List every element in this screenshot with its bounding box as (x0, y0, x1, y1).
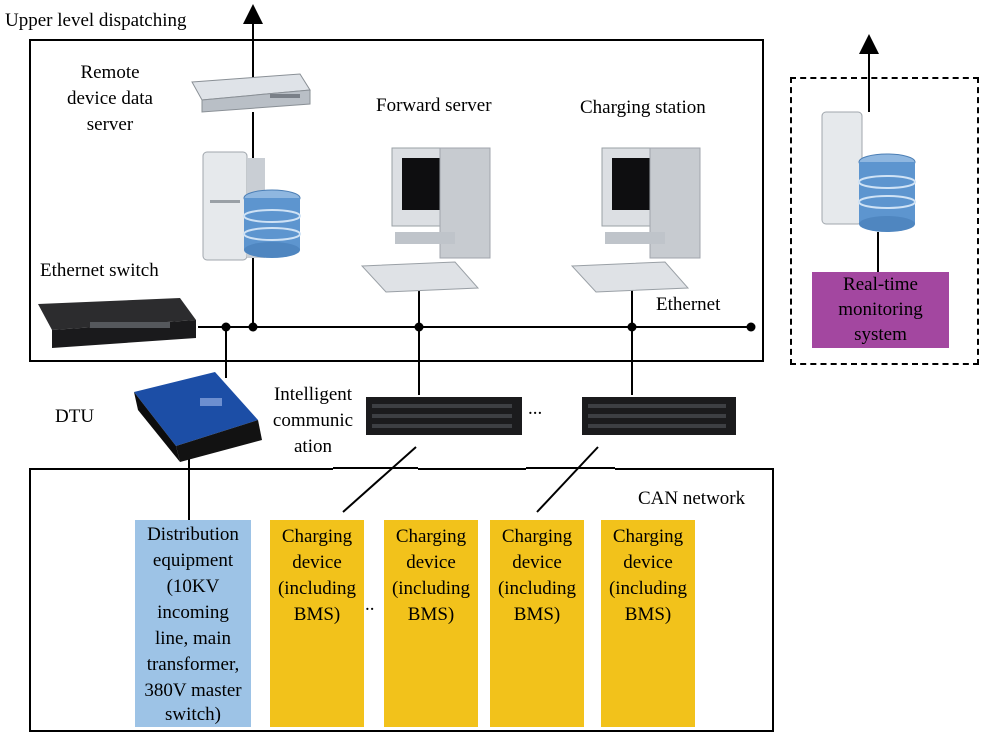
bus-node-end (746, 322, 756, 332)
ethernet-switch-icon (38, 298, 196, 348)
gateway-ellipsis: ... (528, 398, 543, 419)
device-ellipsis: .. (365, 594, 375, 615)
charging-device-1-line-3: (including (277, 578, 357, 599)
remote-server-label-3: server (86, 114, 134, 135)
distribution-line-1: Distribution (147, 524, 239, 545)
charging-device-4-line-3: (including (608, 578, 688, 599)
monitoring-line-2: monitoring (838, 299, 923, 320)
distribution-line-8: switch) (165, 704, 221, 725)
monitoring-line-1: Real-time (843, 274, 918, 295)
charging-device-4-line-4: BMS) (624, 604, 672, 625)
charging-device-1-line-4: BMS) (293, 604, 341, 625)
remote-server-label-1: Remote (80, 62, 140, 83)
distribution-line-6: transformer, (146, 654, 240, 675)
distribution-line-5: line, main (155, 628, 231, 649)
dtu-icon (134, 372, 262, 462)
charging-device-4-line-1: Charging (612, 526, 684, 547)
database-server-icon (202, 151, 301, 261)
charging-device-4-line-2: device (623, 552, 673, 573)
distribution-line-4: incoming (157, 602, 229, 623)
distribution-line-7: 380V master (144, 680, 242, 701)
can-network-label: CAN network (638, 488, 746, 509)
monitoring-server-icon (821, 111, 916, 232)
gateway-icon-1 (366, 397, 522, 435)
charging-device-3-line-3: (including (497, 578, 577, 599)
upper-dispatch-label: Upper level dispatching (5, 10, 187, 31)
ethernet-label: Ethernet (656, 294, 721, 315)
charging-device-2-line-4: BMS) (407, 604, 455, 625)
remote-server-label-2: device data (67, 88, 153, 109)
charging-device-1-line-2: device (292, 552, 342, 573)
charging-device-2: Charging device (including BMS) (384, 520, 478, 727)
charging-device-3: Charging device (including BMS) (490, 520, 584, 727)
monitoring-frame (790, 77, 979, 365)
charging-device-4: Charging device (including BMS) (601, 520, 695, 727)
forward-server-label: Forward server (376, 95, 492, 116)
charging-device-1: Charging device (including BMS) (270, 520, 364, 727)
monitoring-line-3: system (854, 324, 907, 345)
charging-device-2-line-2: device (406, 552, 456, 573)
intelligent-comm-label-3: ation (294, 436, 332, 457)
main-network-frame (29, 39, 764, 362)
dtu-label: DTU (55, 406, 95, 427)
charging-device-3-line-4: BMS) (513, 604, 561, 625)
rack-server-icon (191, 73, 311, 113)
charging-device-3-line-1: Charging (501, 526, 573, 547)
distribution-line-2: equipment (152, 550, 234, 571)
forward-server-pc-icon (360, 147, 491, 293)
gateway-icon-2 (582, 397, 736, 435)
ethernet-switch-label: Ethernet switch (40, 260, 159, 281)
distribution-line-3: (10KV (166, 576, 220, 597)
intelligent-comm-label-1: Intelligent (273, 384, 353, 405)
charging-device-2-line-3: (including (391, 578, 471, 599)
charging-device-2-line-1: Charging (395, 526, 467, 547)
charging-device-1-line-1: Charging (281, 526, 353, 547)
distribution-equipment-box: Distribution equipment (10KV incoming li… (135, 520, 251, 727)
charging-station-pc-icon (570, 147, 701, 293)
charging-station-label: Charging station (580, 97, 706, 118)
intelligent-comm-label-2: communic (272, 410, 354, 431)
monitoring-system-box: Real-time monitoring system (812, 272, 949, 348)
charging-device-3-line-2: device (512, 552, 562, 573)
